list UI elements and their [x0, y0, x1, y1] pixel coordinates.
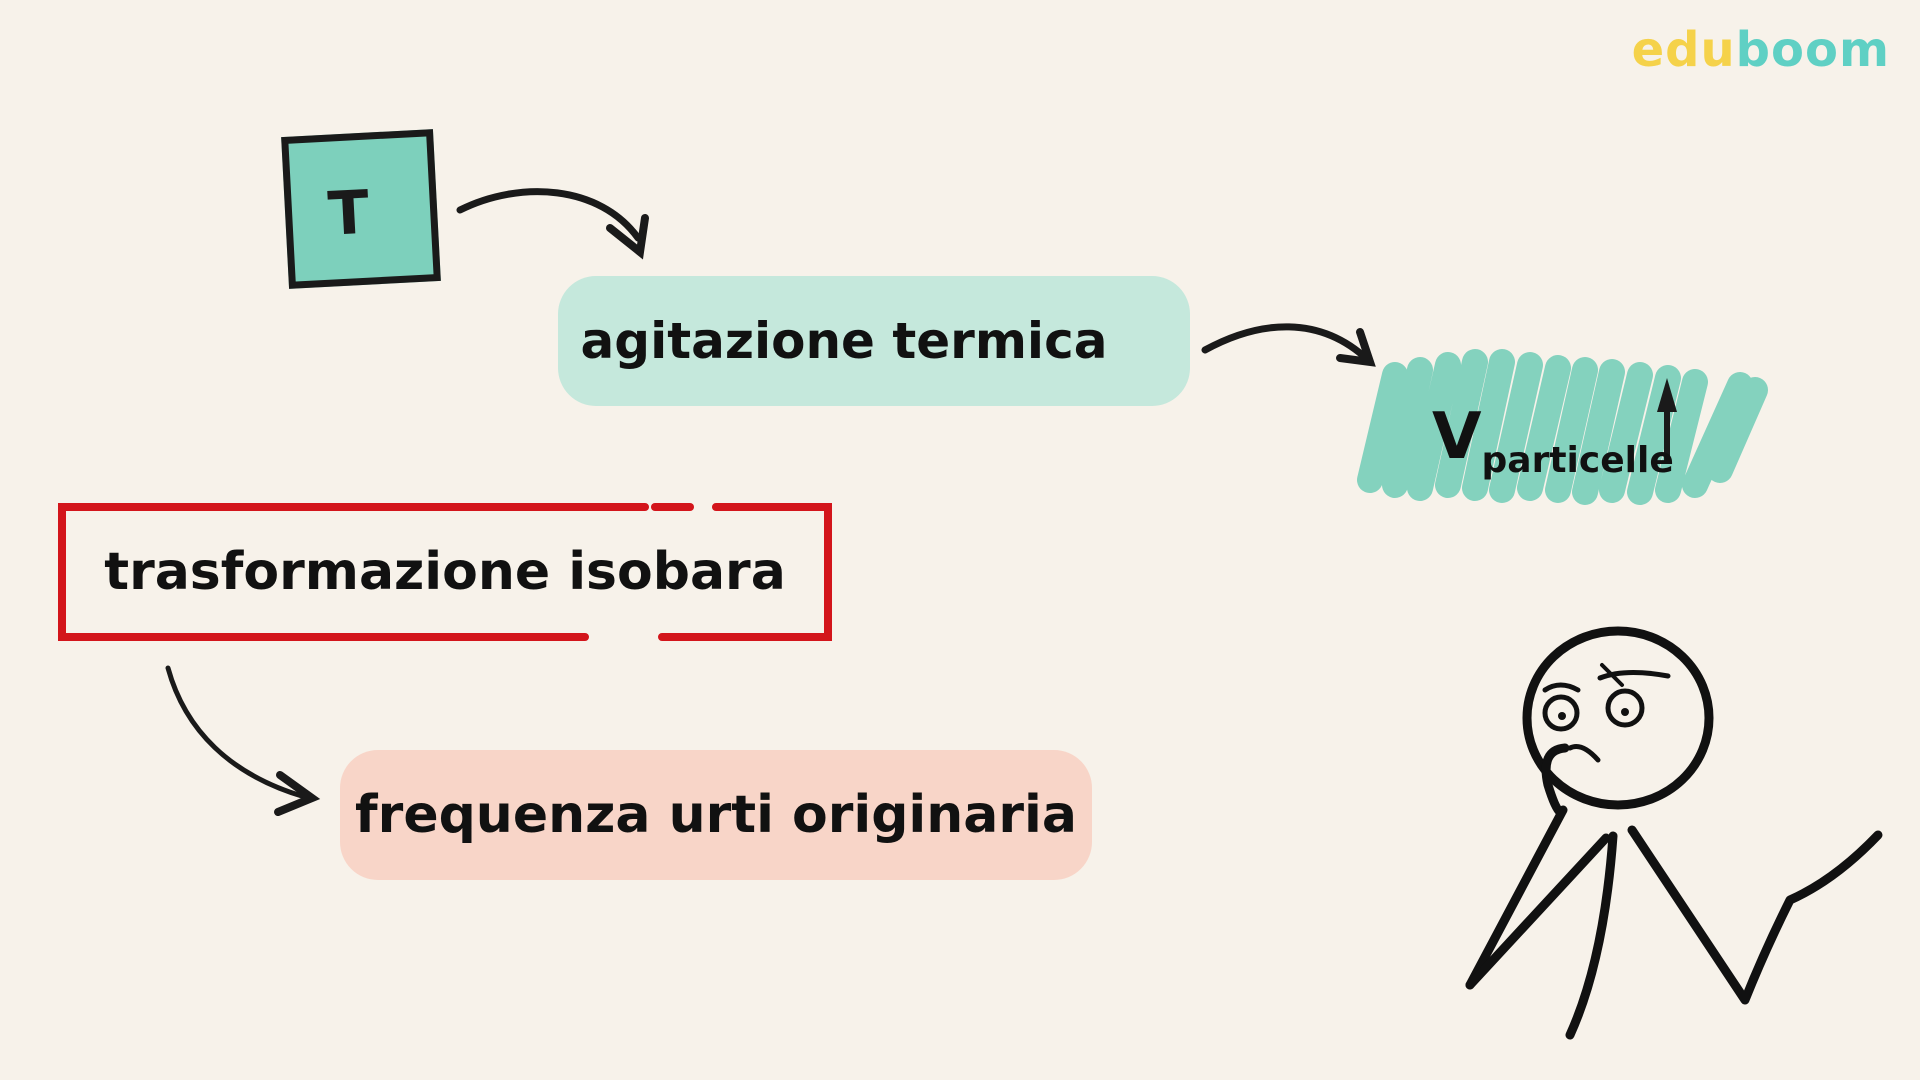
thermal-agitation-pill: agitazione termica: [558, 276, 1190, 406]
velocity-subscript: particelle: [1481, 440, 1674, 481]
curved-arrow-icon: [165, 665, 321, 816]
eduboom-logo: eduboom: [1632, 22, 1890, 78]
temperature-label: T: [326, 177, 371, 250]
curved-arrow-icon: [1201, 323, 1376, 367]
red-frame: [58, 503, 832, 641]
v-scribble-highlight: [1357, 349, 1768, 505]
logo-part-boom: boom: [1735, 22, 1890, 78]
up-arrow-icon: [1657, 378, 1677, 462]
temperature-box: T: [281, 129, 441, 289]
curved-arrow-icon: [456, 188, 649, 260]
isobaric-transformation-box: trasformazione isobara: [59, 505, 831, 639]
velocity-symbol: V: [1432, 400, 1482, 474]
collision-frequency-label: frequenza urti originaria: [355, 785, 1077, 845]
collision-frequency-pill: frequenza urti originaria: [340, 750, 1092, 880]
particle-velocity-label: Vparticelle: [1432, 400, 1674, 481]
logo-part-edu: edu: [1631, 22, 1736, 78]
isobaric-transformation-label: trasformazione isobara: [104, 542, 786, 602]
thermal-agitation-label: agitazione termica: [580, 312, 1108, 370]
thinking-stick-figure: [1465, 626, 1883, 1040]
